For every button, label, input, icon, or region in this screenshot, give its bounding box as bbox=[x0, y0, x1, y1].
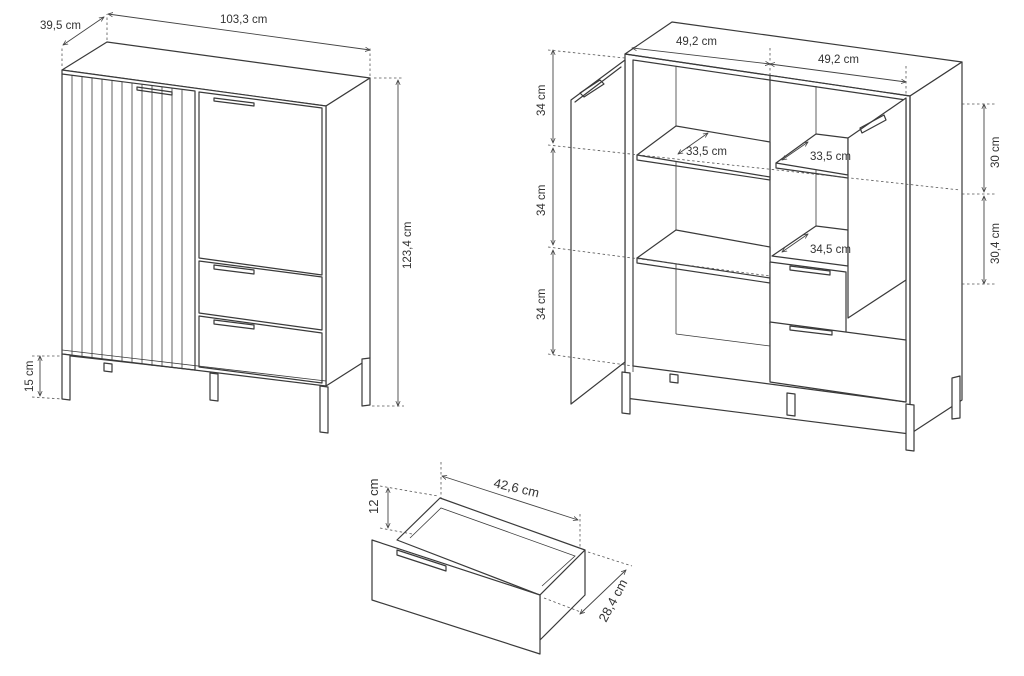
shelf-depth-left-line bbox=[678, 133, 708, 154]
leg-height-label: 15 cm bbox=[24, 361, 36, 392]
open-drawer-2 bbox=[769, 321, 907, 403]
right-open-door-handle bbox=[859, 114, 887, 134]
compartment-width-right-line bbox=[770, 64, 906, 82]
left-open-door bbox=[570, 59, 626, 405]
right-upper-height-label: 30 cm bbox=[990, 137, 1002, 168]
closed-cabinet-view: 39,5 cm 103,3 cm 123,4 cm 15 cm bbox=[24, 14, 414, 434]
height-label: 123,4 cm bbox=[402, 222, 414, 269]
drawer-handle bbox=[396, 549, 447, 572]
width-label: 103,3 cm bbox=[220, 14, 267, 26]
cabinet-legs bbox=[61, 353, 371, 434]
drawer-1-handle bbox=[213, 264, 255, 275]
drawer-depth-line bbox=[580, 570, 626, 614]
left-shelf-lower bbox=[636, 229, 771, 279]
drawer-front bbox=[371, 539, 541, 655]
drawer-2-handle bbox=[213, 319, 255, 330]
compartment-width-left-line bbox=[632, 48, 770, 64]
compartment-width-left-label: 49,2 cm bbox=[676, 36, 717, 48]
shelf-depth-left-label: 33,5 cm bbox=[686, 146, 727, 158]
shelf-height-top-label: 34 cm bbox=[536, 85, 548, 116]
fluted-door-grooves bbox=[71, 75, 183, 369]
depth-label: 39,5 cm bbox=[40, 20, 81, 32]
depth-dimension-line bbox=[63, 17, 104, 45]
drawer-width-label: 42,6 cm bbox=[492, 475, 540, 500]
drawer-1 bbox=[198, 260, 323, 331]
left-open-door-handle bbox=[579, 79, 605, 98]
drawer-width-line bbox=[442, 476, 578, 520]
compartment-width-right-label: 49,2 cm bbox=[818, 54, 859, 66]
right-door bbox=[198, 91, 323, 276]
drawer-2 bbox=[198, 315, 323, 384]
shelf-depth-right-lower-line bbox=[782, 234, 808, 252]
open-cabinet-top bbox=[624, 21, 963, 97]
shelf-height-bottom-label: 34 cm bbox=[536, 289, 548, 320]
open-cabinet-view: 49,2 cm 49,2 cm 34 cm 34 cm 34 cm 33,5 c… bbox=[536, 21, 1002, 452]
door-handle bbox=[136, 86, 173, 96]
drawer-view: 42,6 cm 12 cm 28,4 cm bbox=[366, 462, 633, 655]
shelf-depth-right-upper-line bbox=[782, 142, 808, 160]
shelf-depth-right-lower-label: 34,5 cm bbox=[810, 244, 851, 256]
right-door-handle bbox=[213, 97, 255, 107]
fluted-door bbox=[61, 73, 196, 371]
open-cabinet-legs bbox=[621, 371, 961, 452]
right-open-door bbox=[847, 97, 907, 319]
cabinet-front bbox=[61, 69, 327, 387]
drawer-height-label: 12 cm bbox=[366, 479, 381, 514]
right-lower-height-label: 30,4 cm bbox=[990, 223, 1002, 264]
shelf-depth-right-upper-label: 33,5 cm bbox=[810, 151, 851, 163]
width-dimension-line bbox=[108, 14, 370, 50]
cabinet-side bbox=[325, 77, 371, 387]
shelf-height-middle-label: 34 cm bbox=[536, 185, 548, 216]
drawer-depth-label: 28,4 cm bbox=[595, 577, 630, 625]
